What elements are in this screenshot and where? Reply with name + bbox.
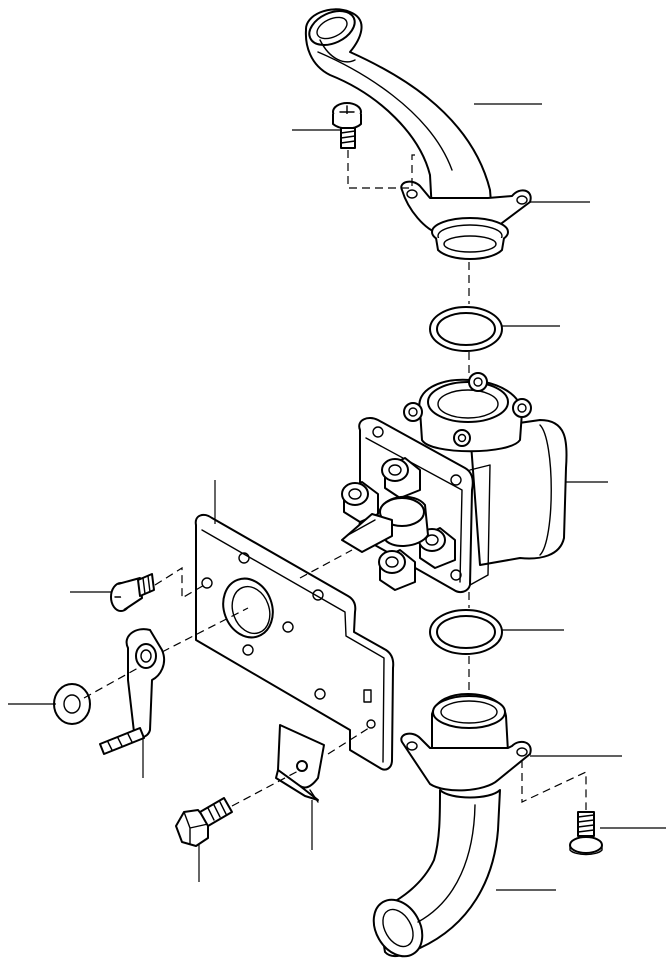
bolt xyxy=(175,797,233,847)
washer xyxy=(53,683,91,725)
assembly-lines xyxy=(83,150,587,810)
lower-elbow-hose xyxy=(372,789,501,958)
upper-elbow-hose xyxy=(304,8,493,225)
lower-o-ring xyxy=(429,609,503,655)
valve-port xyxy=(378,549,416,591)
lower-screw xyxy=(569,811,603,856)
left-screw xyxy=(110,573,155,612)
upper-flange-plate xyxy=(400,180,532,260)
valve-port xyxy=(381,457,421,499)
callout-leaders xyxy=(8,103,666,891)
lower-flange-plate xyxy=(400,693,532,792)
valve-port xyxy=(418,527,456,569)
upper-o-ring xyxy=(429,306,503,352)
clip xyxy=(275,724,325,803)
mounting-bracket xyxy=(194,513,395,771)
valve-body xyxy=(341,372,568,594)
upper-screw xyxy=(332,102,362,149)
valve-port xyxy=(341,481,379,523)
lever xyxy=(99,628,166,755)
